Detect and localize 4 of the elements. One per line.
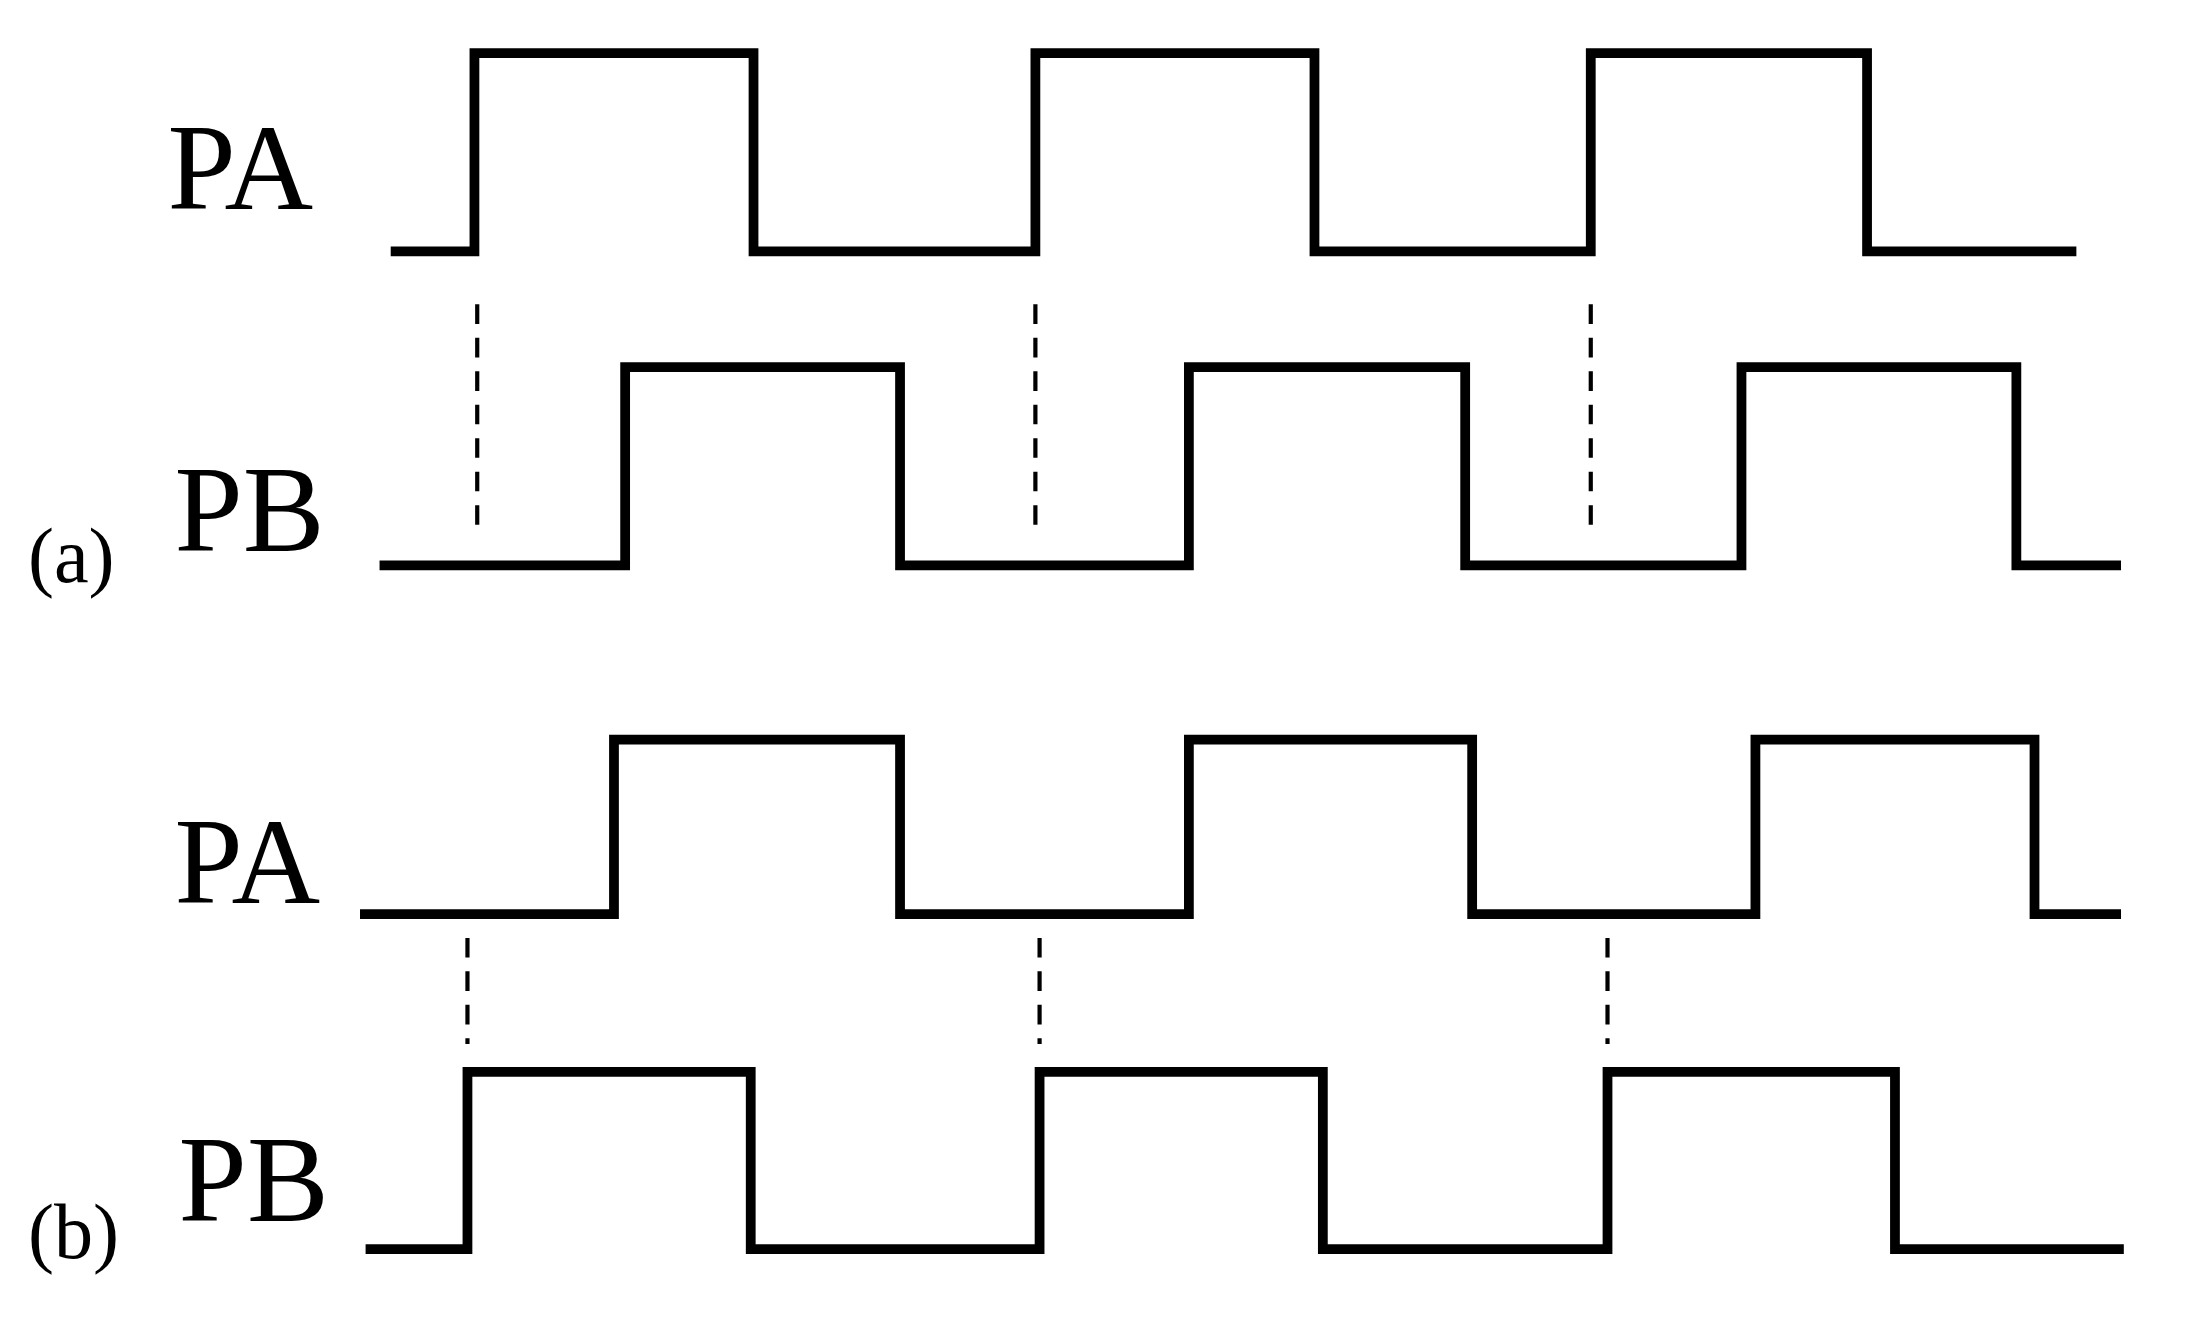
signal-label: PB <box>174 448 325 572</box>
signal-label: PA <box>174 800 321 924</box>
signal-label: PA <box>167 107 314 230</box>
signal-label: PB <box>178 1118 329 1242</box>
